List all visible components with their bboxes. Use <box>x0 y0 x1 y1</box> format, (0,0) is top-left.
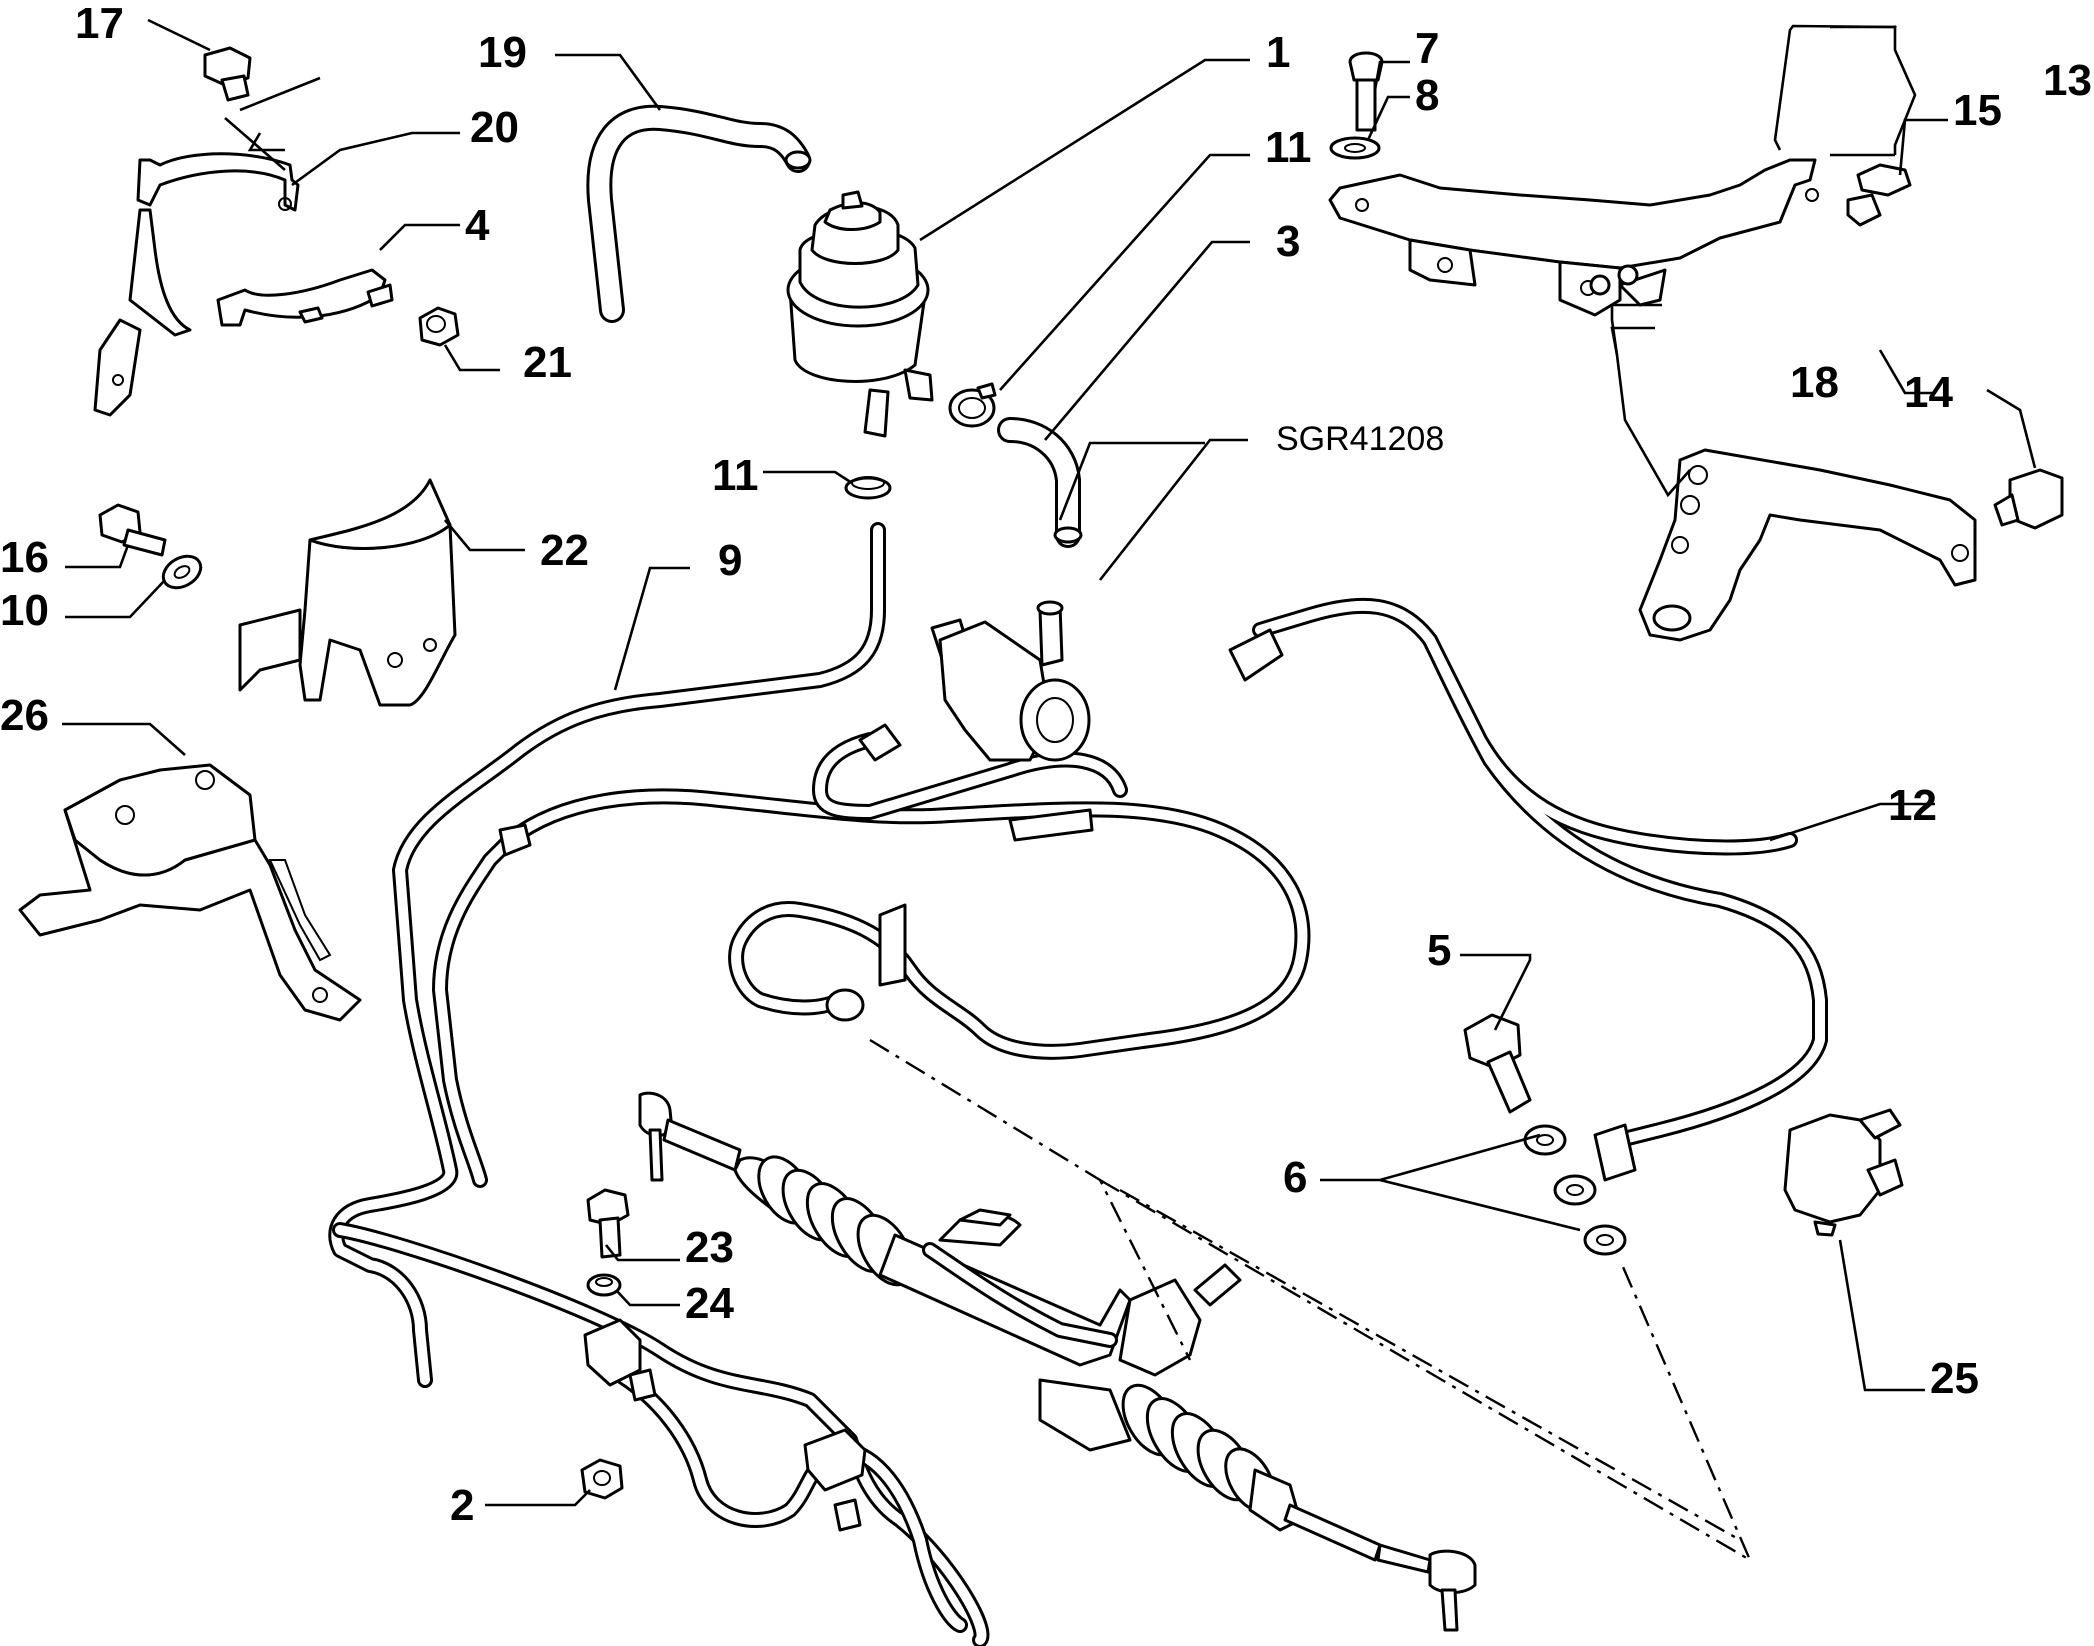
part-12-pressure-pipe <box>1228 597 1828 1182</box>
callout-4: 4 <box>465 201 490 250</box>
part-11-clamp-upper <box>948 382 997 428</box>
part-3-hose <box>997 417 1083 548</box>
leader-lines <box>62 18 2037 1507</box>
part-17-bolt <box>203 46 252 102</box>
part-1-reservoir <box>786 190 934 438</box>
callout-25: 25 <box>1930 1354 1979 1403</box>
part-26-bracket <box>18 763 362 1022</box>
part-9-return-pipe <box>328 522 1311 1388</box>
dash-dot-assembly-lines <box>869 1038 1753 1563</box>
part-2-nut <box>580 1458 624 1500</box>
callout-3: 3 <box>1276 217 1300 266</box>
lower-pipes-and-clamps <box>332 1222 990 1646</box>
callout-20: 20 <box>470 103 519 152</box>
callout-13: 13 <box>2043 56 2092 105</box>
callout-10: 10 <box>0 586 49 635</box>
part-14-clip <box>1993 468 2064 530</box>
callout-2: 2 <box>450 1481 474 1530</box>
part-5-bolt <box>1463 1013 1532 1114</box>
part-6-washer <box>1523 1124 1627 1256</box>
part-4-clamp <box>216 268 394 327</box>
part-23-bolt <box>586 1188 630 1259</box>
part-15-clip <box>1846 163 1912 227</box>
callout-16: 16 <box>0 533 49 582</box>
callout-21: 21 <box>523 338 572 387</box>
part-10-washer <box>161 554 203 590</box>
callout-12: 12 <box>1888 781 1937 830</box>
callout-labels: 17 19 1 7 8 13 15 20 11 4 3 21 18 14 SGR… <box>0 0 2092 1530</box>
part-21-nut <box>418 306 460 347</box>
callout-22: 22 <box>540 526 589 575</box>
callout-9: 9 <box>718 536 742 585</box>
part-11-clamp-lower <box>844 476 892 500</box>
steering-rack <box>638 1091 1477 1632</box>
callout-11-upper: 11 <box>1265 123 1312 172</box>
callout-1: 1 <box>1266 28 1290 77</box>
callout-8: 8 <box>1415 71 1439 120</box>
part-20-bracket <box>93 76 321 417</box>
callout-5: 5 <box>1427 926 1451 975</box>
part-8-washer <box>1329 136 1381 160</box>
callout-15: 15 <box>1953 86 2002 135</box>
part-24-nut <box>586 1273 622 1297</box>
part-13-bracket <box>1328 158 1819 317</box>
callout-6: 6 <box>1283 1153 1307 1202</box>
callout-17: 17 <box>75 0 124 48</box>
part-22-shield <box>238 478 457 707</box>
part-18-bracket <box>1638 448 1977 642</box>
callout-26: 26 <box>0 691 49 740</box>
callout-18: 18 <box>1790 358 1839 407</box>
callout-24: 24 <box>685 1279 734 1328</box>
part-19-hose <box>586 104 812 323</box>
part-16-bolt <box>98 503 167 557</box>
reference-code: SGR41208 <box>1276 420 1444 458</box>
callout-23: 23 <box>685 1223 734 1272</box>
callout-7: 7 <box>1415 24 1439 73</box>
callout-19: 19 <box>478 28 527 77</box>
callout-11-lower: 11 <box>712 451 759 500</box>
part-25-clip <box>1783 1108 1904 1237</box>
part-7-bolt <box>1348 51 1384 132</box>
callout-14: 14 <box>1904 368 1953 417</box>
